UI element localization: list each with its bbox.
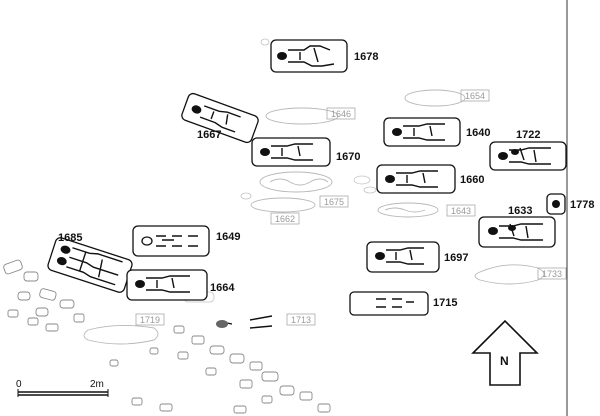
grave-1633: 1633 (478, 205, 556, 248)
grave-label: 1633 (508, 205, 532, 217)
grave-label: 1670 (336, 151, 360, 163)
north-arrow: N (471, 319, 539, 386)
faint-grave-label: 1654 (465, 91, 485, 101)
grave-label: 1697 (444, 252, 468, 264)
faint-grave: 1733 (474, 264, 567, 285)
grave-label: 1660 (460, 174, 484, 186)
grave-label: 1667 (197, 129, 221, 141)
faint-grave-label: 1713 (291, 315, 311, 325)
grave-1640: 1640 (383, 117, 490, 147)
faint-grave-label: 1675 (324, 197, 344, 207)
grave-1697: 1697 (366, 241, 468, 273)
grave-1685: 1685 (47, 232, 133, 293)
faint-grave: 1713 (216, 313, 316, 329)
grave-label: 1678 (354, 51, 378, 63)
grave-1649: 1649 (132, 225, 240, 257)
faint-grave: 1646 (265, 107, 356, 125)
faint-grave: 1662 (270, 212, 300, 225)
grave-1715: 1715 (349, 291, 457, 316)
stone-scatter (3, 38, 377, 414)
grave-1664: 1664 (126, 269, 235, 301)
grave-label: 1649 (216, 231, 240, 243)
grave-1778: 1778 (546, 193, 594, 215)
grave-1670: 1670 (251, 137, 360, 167)
grave-label: 1778 (570, 199, 594, 211)
grave-1667: 1667 (181, 92, 259, 144)
faint-grave-label: 1719 (140, 315, 160, 325)
grave-1678: 1678 (270, 39, 378, 73)
north-arrow-icon (471, 319, 539, 386)
scale-end-label: 2m (90, 379, 104, 390)
grave-1722: 1722 (489, 129, 567, 171)
grave-label: 1664 (210, 282, 235, 294)
faint-grave: 1654 (404, 89, 490, 107)
grave-label: 1715 (433, 297, 457, 309)
scale-start-label: 0 (16, 379, 22, 390)
grave-1660: 1660 (376, 164, 484, 194)
faint-grave-label: 1643 (451, 206, 471, 216)
grave-label: 1722 (516, 129, 540, 141)
scale-bar: 0 2m (16, 379, 109, 397)
faint-grave: 1643 (377, 202, 476, 218)
faint-grave-label: 1733 (542, 269, 562, 279)
faint-grave-label: 1646 (331, 109, 351, 119)
faint-grave-label: 1662 (275, 214, 295, 224)
north-label: N (500, 354, 509, 368)
faint-grave: 1675 (250, 171, 349, 213)
grave-label: 1640 (466, 127, 490, 139)
faint-grave: 1719 (83, 313, 165, 345)
grave-label: 1685 (58, 232, 82, 244)
